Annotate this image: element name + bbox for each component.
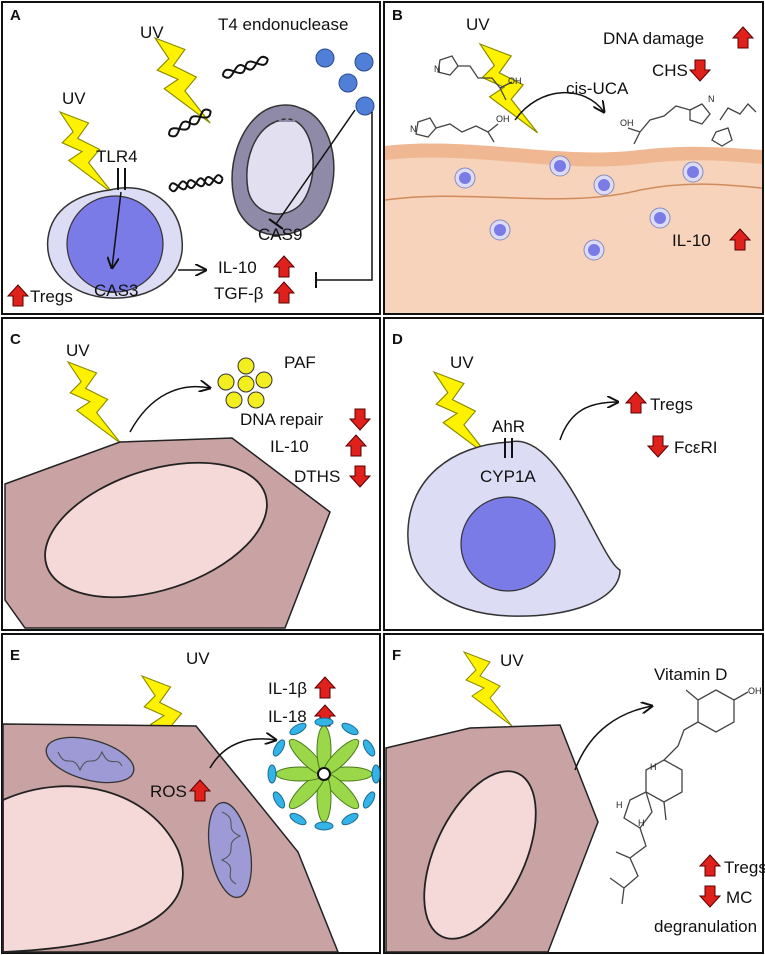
conversion-arrow — [514, 92, 604, 121]
tgf-beta-label: TGF-β — [214, 284, 264, 303]
dna-repair-label: DNA repair — [240, 410, 323, 429]
paf-dot — [247, 391, 265, 409]
uv-label: UV — [500, 651, 524, 670]
chs-label: CHS — [652, 61, 688, 80]
panel-d: D UV AhR CYP1A Tregs FcεRI — [383, 317, 764, 631]
tregs-label: Tregs — [650, 395, 693, 414]
panel-a-letter: A — [10, 7, 21, 24]
tregs-label: Tregs — [724, 858, 765, 877]
vitamin-d-label: Vitamin D — [654, 665, 727, 684]
inhibition-line — [316, 112, 373, 281]
svg-text:N: N — [708, 94, 715, 104]
uv-label: UV — [450, 353, 474, 372]
t4-enzyme-dot — [355, 96, 375, 116]
cas9-label: CAS9 — [258, 225, 302, 244]
uv-label: UV — [62, 89, 86, 108]
signal-arrow — [559, 402, 618, 441]
immune-cell-icon — [549, 155, 571, 177]
uv-label: UV — [140, 23, 164, 42]
t4-enzyme-dot — [338, 73, 358, 93]
immune-cell-icon — [489, 219, 511, 241]
fceri-label: FcεRI — [674, 438, 717, 457]
svg-text:N: N — [410, 124, 417, 134]
inhibition-line — [275, 109, 356, 225]
ahr-label: AhR — [492, 417, 525, 436]
dna-damage-label: DNA damage — [603, 29, 704, 48]
panel-b: B UV DNA damage CHS cis-UCA N OH N OH — [383, 1, 764, 315]
panel-d-letter: D — [392, 331, 403, 348]
keratinocyte-nucleus — [44, 461, 268, 599]
paf-dot — [237, 357, 255, 375]
panel-c-letter: C — [10, 331, 21, 348]
activation-arrow — [209, 739, 276, 769]
panel-f: F UV Vitamin D OH H H H Tregs MC degranu… — [383, 633, 765, 954]
mitochondrion — [207, 801, 253, 899]
svg-text:OH: OH — [620, 118, 634, 128]
uv-label: UV — [66, 341, 90, 360]
urocanic-acid-structure: N OH — [410, 114, 510, 143]
panel-c: C UV PAF DNA repair IL-10 DTHS — [1, 317, 381, 631]
panel-a: A UV UV T4 endonuclease CAS9 TLR4 CAS3 I… — [1, 1, 381, 315]
il18-label: IL-18 — [268, 707, 307, 726]
vitamin-d-structure — [609, 689, 749, 905]
immune-cell-icon — [593, 174, 615, 196]
paf-dot — [217, 373, 235, 391]
cis-urocanic-acid-structure: OH N — [620, 94, 757, 147]
panel-f-letter: F — [392, 647, 401, 664]
epidermis-border — [384, 183, 763, 201]
t4-enzyme-dot — [354, 52, 374, 72]
keratinocyte-nucleus — [2, 785, 184, 953]
svg-text:OH: OH — [748, 686, 762, 696]
uv-label: UV — [186, 649, 210, 668]
panel-e-letter: E — [10, 647, 20, 664]
ros-label: ROS — [150, 782, 187, 801]
cyp1a-label: CYP1A — [480, 467, 536, 486]
svg-text:H: H — [616, 800, 623, 810]
panel-b-letter: B — [392, 7, 403, 24]
urocanic-acid-structure: N OH — [434, 55, 522, 101]
cas3-label: CAS3 — [94, 281, 138, 300]
synthesis-arrow — [574, 706, 652, 771]
paf-dot — [255, 371, 273, 389]
immune-cell-icon — [682, 161, 704, 183]
uv-label: UV — [466, 15, 490, 34]
skin-layer — [385, 143, 762, 313]
cis-uca-label: cis-UCA — [566, 79, 629, 98]
t4-endonuclease-label: T4 endonuclease — [218, 15, 348, 34]
tlr4-label: TLR4 — [96, 147, 138, 166]
t4-enzyme-dot — [315, 48, 335, 68]
svg-text:OH: OH — [496, 114, 510, 124]
release-arrow — [129, 387, 210, 433]
immune-cell-icon — [583, 239, 605, 261]
dths-label: DTHS — [294, 467, 340, 486]
tregs-label: Tregs — [30, 287, 73, 306]
immune-cell-icon — [454, 167, 476, 189]
mc-label: MC — [726, 888, 752, 907]
keratinocyte-nucleus — [423, 770, 537, 940]
svg-text:H: H — [650, 762, 657, 772]
svg-text:N: N — [434, 64, 441, 74]
il10-label: IL-10 — [672, 231, 711, 250]
immune-cell-icon — [649, 207, 671, 229]
mitochondrion — [45, 736, 135, 784]
panel-e: E UV ROS IL-1β IL-18 — [1, 633, 381, 954]
immune-cell-nucleus — [460, 496, 556, 592]
paf-dot — [225, 391, 243, 409]
svg-text:H: H — [638, 818, 645, 828]
paf-label: PAF — [284, 353, 316, 372]
apoptotic-nucleus — [246, 121, 314, 215]
degranulation-label: degranulation — [654, 917, 757, 936]
inflammasome-icon — [267, 717, 381, 831]
svg-text:OH: OH — [508, 76, 522, 86]
paf-dot — [237, 375, 255, 393]
il1b-label: IL-1β — [268, 679, 307, 698]
il10-label: IL-10 — [270, 437, 309, 456]
il10-label: IL-10 — [218, 258, 257, 277]
